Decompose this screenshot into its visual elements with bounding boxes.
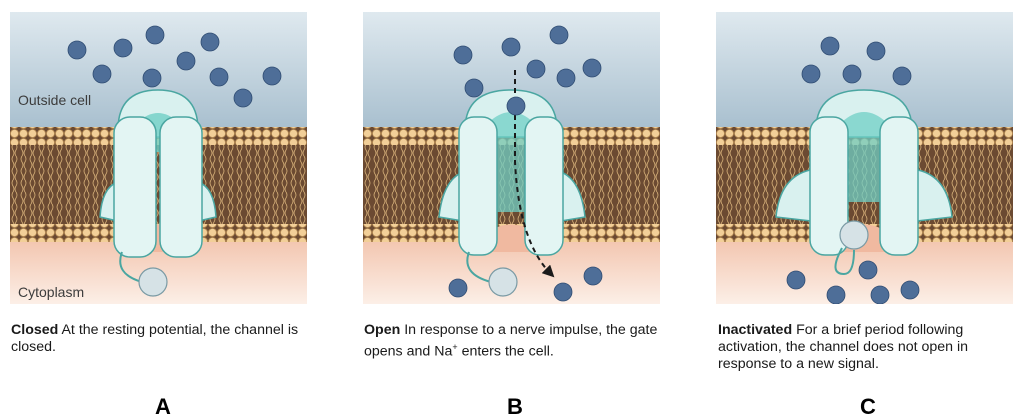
panel-letter-b: B <box>495 394 535 420</box>
panel-letter-c: C <box>848 394 888 420</box>
open-channel-illustration <box>363 12 660 304</box>
cytoplasm-label: Cytoplasm <box>18 284 84 300</box>
caption-closed: Closed At the resting potential, the cha… <box>11 322 311 356</box>
caption-open-text-b: enters the cell. <box>458 344 554 360</box>
inactivated-channel-illustration <box>716 12 1013 304</box>
caption-closed-title: Closed <box>11 322 58 338</box>
inactivation-gate-ball <box>840 221 868 249</box>
caption-open: Open In response to a nerve impulse, the… <box>364 322 664 361</box>
inactivation-gate-ball <box>489 268 517 296</box>
caption-open-title: Open <box>364 322 400 338</box>
panel-letter-a: A <box>143 394 183 420</box>
panel-closed: Outside cell Cytoplasm <box>10 12 307 304</box>
caption-inactivated: Inactivated For a brief period following… <box>718 322 1010 373</box>
closed-channel-illustration <box>10 12 307 304</box>
inactivation-gate-ball <box>139 268 167 296</box>
panel-open <box>363 12 660 304</box>
panel-inactivated <box>716 12 1013 304</box>
caption-inactivated-title: Inactivated <box>718 322 792 338</box>
outside-cell-label: Outside cell <box>18 92 91 108</box>
